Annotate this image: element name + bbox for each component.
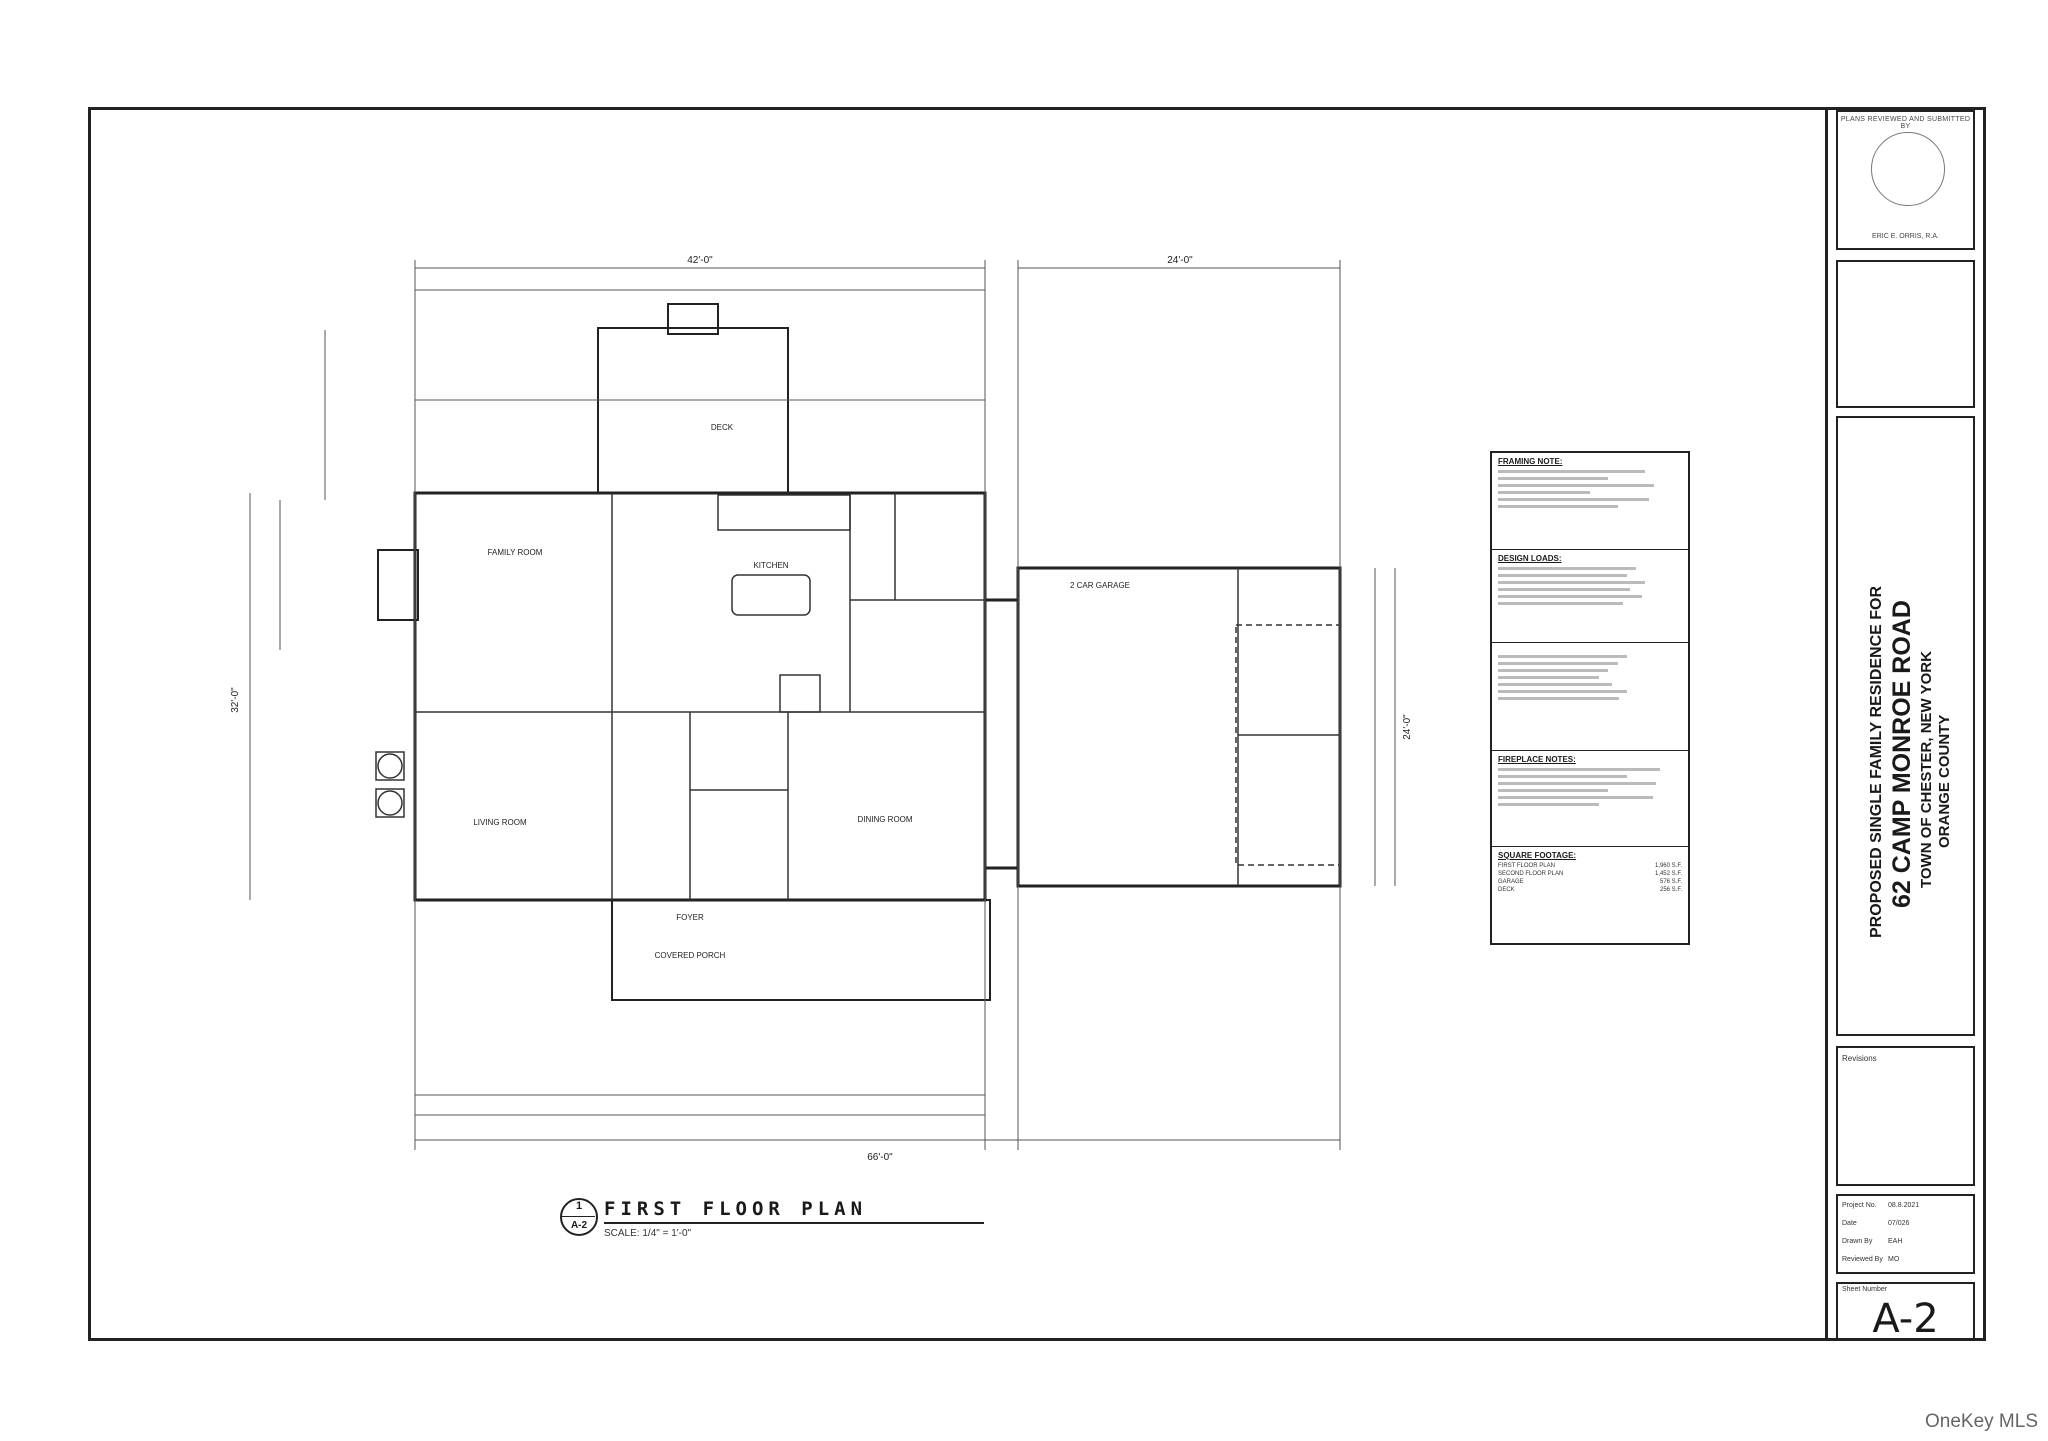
- project-address: 62 CAMP MONROE ROAD: [1888, 600, 1916, 908]
- room-deck: DECK: [711, 423, 734, 432]
- design-loads-heading: DESIGN LOADS:: [1498, 554, 1562, 563]
- project-town: TOWN OF CHESTER, NEW YORK: [1918, 651, 1935, 888]
- info-row: Project No.08.8.2021: [1842, 1202, 1920, 1209]
- watermark: OneKey MLS: [1925, 1411, 2038, 1432]
- stamp-footer: ERIC E. ORRIS, R.A.: [1872, 233, 1939, 240]
- seal-icon: [1871, 132, 1945, 206]
- fireplace-bump: [377, 549, 419, 621]
- detail-bubble: [560, 1198, 598, 1236]
- framing-notes: FRAMING NOTE:: [1492, 453, 1688, 550]
- condenser-2: [377, 790, 403, 816]
- condenser-1: [377, 753, 403, 779]
- fireplace-notes-heading: FIREPLACE NOTES:: [1498, 755, 1576, 764]
- dim-garage-height: 24'-0": [1402, 714, 1413, 740]
- room-porch: COVERED PORCH: [655, 951, 726, 960]
- room-living: LIVING ROOM: [473, 818, 527, 827]
- dim-left: 32'-0": [230, 687, 241, 713]
- dim-bottom: 66'-0": [867, 1152, 893, 1163]
- detail-bubble-divider: [561, 1216, 595, 1217]
- room-garage: 2 CAR GARAGE: [1070, 581, 1130, 590]
- drawing-caption: 1 A-2 FIRST FLOOR PLAN SCALE: 1/4" = 1'-…: [560, 1198, 1020, 1242]
- room-family: FAMILY ROOM: [488, 548, 543, 557]
- sheet-number-label: Sheet Number: [1842, 1286, 1888, 1293]
- detail-sheet-ref: A-2: [570, 1220, 588, 1231]
- fireplace-notes: FIREPLACE NOTES:: [1492, 751, 1688, 847]
- garage-outline: [1016, 566, 1342, 888]
- deck-outline: [597, 327, 789, 494]
- sheet-number: A-2: [1872, 1296, 1939, 1342]
- title-block-blank: [1836, 260, 1975, 408]
- room-foyer: FOYER: [676, 913, 704, 922]
- framing-notes-heading: FRAMING NOTE:: [1498, 457, 1563, 466]
- title-block: PLANS REVIEWED AND SUBMITTED BY ERIC E. …: [1828, 107, 1986, 1342]
- drawing-sheet-border: [88, 107, 1828, 1341]
- architect-stamp: PLANS REVIEWED AND SUBMITTED BY ERIC E. …: [1836, 110, 1975, 250]
- detail-number: 1: [575, 1200, 583, 1212]
- design-loads: DESIGN LOADS:: [1492, 550, 1688, 643]
- legend: [1492, 643, 1688, 751]
- revisions-panel: Revisions: [1836, 1046, 1975, 1186]
- drawing-title: FIRST FLOOR PLAN: [604, 1198, 868, 1220]
- sheet-number-panel: Sheet Number A-2: [1836, 1282, 1975, 1342]
- project-county: ORANGE COUNTY: [1936, 714, 1953, 848]
- chimney-cap: [667, 303, 719, 335]
- title-underline: [604, 1222, 984, 1224]
- room-kitchen: KITCHEN: [753, 561, 788, 570]
- dim-top-garage: 24'-0": [1167, 255, 1193, 266]
- project-title-panel: PROPOSED SINGLE FAMILY RESIDENCE FOR 62 …: [1836, 416, 1975, 1036]
- notes-panel: FRAMING NOTE: DESIGN LOADS: FIREPLACE NO…: [1490, 451, 1690, 945]
- project-line-1: PROPOSED SINGLE FAMILY RESIDENCE FOR: [1868, 585, 1885, 938]
- drawing-scale: SCALE: 1/4" = 1'-0": [604, 1228, 692, 1239]
- square-footage-heading: SQUARE FOOTAGE:: [1498, 851, 1577, 860]
- room-dining: DINING ROOM: [857, 815, 912, 824]
- porch-outline: [611, 899, 991, 1001]
- dim-top-house: 42'-0": [687, 255, 713, 266]
- stamp-header: PLANS REVIEWED AND SUBMITTED BY: [1840, 116, 1971, 130]
- revisions-label: Revisions: [1842, 1054, 1877, 1063]
- kitchen-island: [731, 574, 811, 616]
